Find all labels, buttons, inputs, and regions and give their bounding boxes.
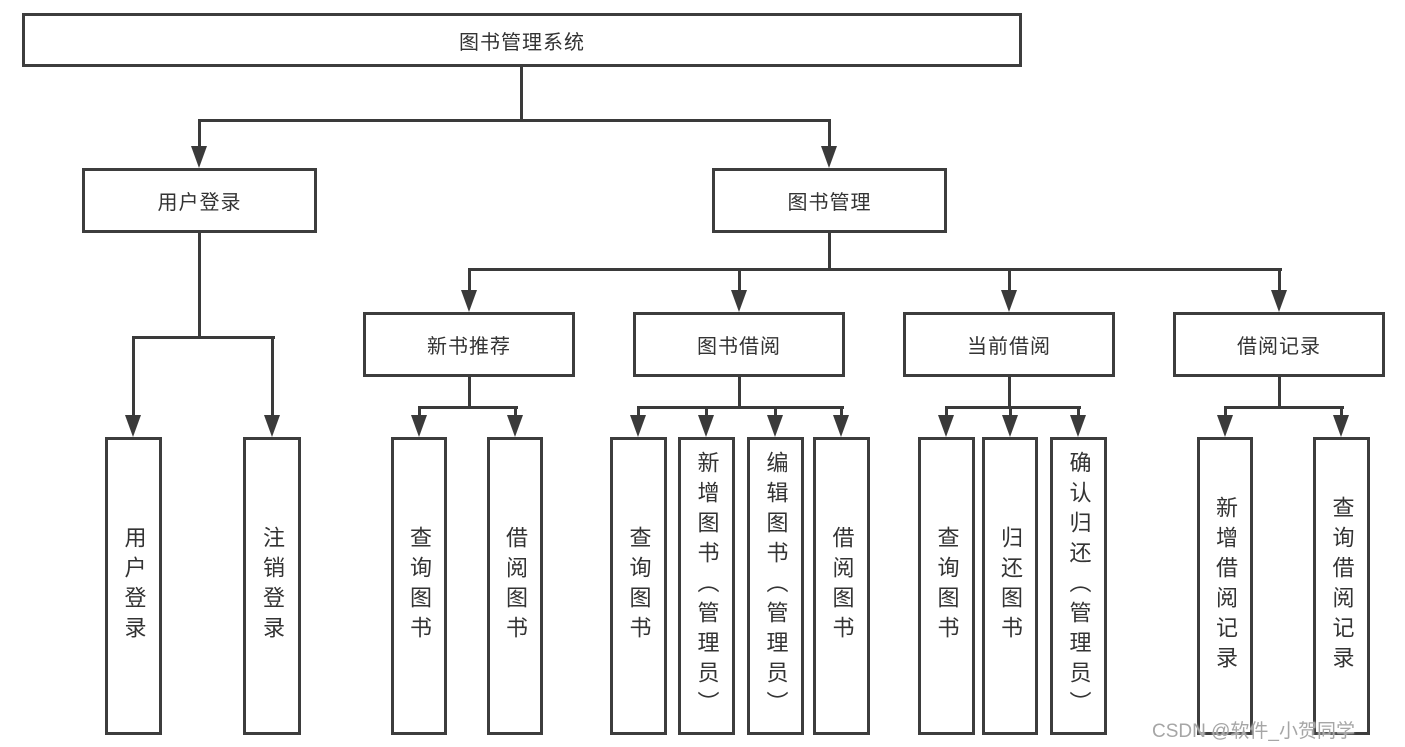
node-current-borrowing: 当前借阅 bbox=[903, 312, 1115, 377]
connector-line bbox=[1008, 268, 1011, 293]
connector-line bbox=[738, 268, 741, 293]
connector-line bbox=[1224, 406, 1227, 417]
arrow-down-icon bbox=[1002, 415, 1018, 437]
connector-line bbox=[828, 119, 831, 147]
arrow-down-icon bbox=[264, 415, 280, 437]
arrow-down-icon bbox=[461, 290, 477, 312]
arrow-down-icon bbox=[821, 146, 837, 168]
connector-line bbox=[1340, 406, 1343, 417]
connector-line bbox=[520, 67, 523, 120]
leaf-confirm-return-admin-label: 确认归还（管理员） bbox=[1066, 451, 1092, 721]
connector-line bbox=[132, 336, 135, 416]
leaf-query-borrow-record-label: 查询借阅记录 bbox=[1329, 496, 1355, 676]
leaf-add-borrow-record: 新增借阅记录 bbox=[1197, 437, 1253, 735]
arrow-down-icon bbox=[731, 290, 747, 312]
leaf-edit-books-admin-label: 编辑图书（管理员） bbox=[763, 451, 789, 721]
leaf-query-borrow-record: 查询借阅记录 bbox=[1313, 437, 1370, 735]
arrow-down-icon bbox=[411, 415, 427, 437]
connector-line bbox=[1009, 406, 1012, 417]
connector-line bbox=[198, 119, 201, 147]
connector-line bbox=[468, 268, 471, 293]
node-book-borrowing-label: 图书借阅 bbox=[697, 336, 781, 358]
connector-line bbox=[468, 377, 471, 409]
connector-line bbox=[738, 377, 741, 409]
leaf-query-books-current: 查询图书 bbox=[918, 437, 975, 735]
leaf-borrow-books-recommend: 借阅图书 bbox=[487, 437, 543, 735]
node-book-management-label: 图书管理 bbox=[787, 192, 872, 214]
arrow-down-icon bbox=[938, 415, 954, 437]
leaf-query-books-recommend-label: 查询图书 bbox=[407, 526, 432, 646]
leaf-query-books-borrowing-label: 查询图书 bbox=[626, 526, 652, 646]
leaf-confirm-return-admin: 确认归还（管理员） bbox=[1050, 437, 1107, 735]
node-library-system: 图书管理系统 bbox=[22, 13, 1022, 67]
node-current-borrowing-label: 当前借阅 bbox=[967, 336, 1051, 358]
leaf-borrow-books: 借阅图书 bbox=[813, 437, 870, 735]
connector-line bbox=[198, 119, 831, 122]
leaf-add-books-admin-label: 新增图书（管理员） bbox=[694, 451, 720, 721]
connector-line bbox=[637, 406, 844, 409]
node-book-management: 图书管理 bbox=[712, 168, 947, 233]
connector-line bbox=[1008, 377, 1011, 409]
connector-line bbox=[774, 406, 777, 417]
connector-line bbox=[271, 336, 274, 416]
leaf-user-login-label: 用户登录 bbox=[121, 526, 147, 646]
arrow-down-icon bbox=[1217, 415, 1233, 437]
arrow-down-icon bbox=[1070, 415, 1086, 437]
node-book-borrowing: 图书借阅 bbox=[633, 312, 845, 377]
arrow-down-icon bbox=[630, 415, 646, 437]
connector-line bbox=[1278, 268, 1281, 293]
node-user-login-label: 用户登录 bbox=[157, 192, 242, 214]
connector-line bbox=[468, 268, 1282, 271]
arrow-down-icon bbox=[191, 146, 207, 168]
node-borrowing-records: 借阅记录 bbox=[1173, 312, 1385, 377]
leaf-query-books-current-label: 查询图书 bbox=[934, 526, 960, 646]
leaf-borrow-books-recommend-label: 借阅图书 bbox=[503, 526, 528, 646]
connector-line bbox=[418, 406, 421, 417]
arrow-down-icon bbox=[767, 415, 783, 437]
leaf-borrow-books-label: 借阅图书 bbox=[829, 526, 855, 646]
leaf-add-books-admin: 新增图书（管理员） bbox=[678, 437, 735, 735]
arrow-down-icon bbox=[1333, 415, 1349, 437]
leaf-return-books-label: 归还图书 bbox=[998, 526, 1023, 646]
arrow-down-icon bbox=[698, 415, 714, 437]
connector-line bbox=[637, 406, 640, 417]
connector-line bbox=[1224, 406, 1344, 409]
node-new-book-recommend: 新书推荐 bbox=[363, 312, 575, 377]
leaf-edit-books-admin: 编辑图书（管理员） bbox=[747, 437, 804, 735]
connector-line bbox=[198, 233, 201, 339]
node-new-book-recommend-label: 新书推荐 bbox=[427, 336, 511, 358]
arrow-down-icon bbox=[1001, 290, 1017, 312]
leaf-logout-label: 注销登录 bbox=[260, 526, 285, 646]
watermark: CSDN @软件_小贺同学 bbox=[1152, 721, 1355, 742]
arrow-down-icon bbox=[1271, 290, 1287, 312]
connector-line bbox=[1077, 406, 1080, 417]
arrow-down-icon bbox=[507, 415, 523, 437]
connector-line bbox=[828, 233, 831, 271]
connector-line bbox=[514, 406, 517, 417]
connector-line bbox=[840, 406, 843, 417]
node-library-system-label: 图书管理系统 bbox=[459, 31, 585, 54]
arrow-down-icon bbox=[125, 415, 141, 437]
leaf-query-books-borrowing: 查询图书 bbox=[610, 437, 667, 735]
connector-line bbox=[418, 406, 518, 409]
leaf-logout: 注销登录 bbox=[243, 437, 301, 735]
node-user-login: 用户登录 bbox=[82, 168, 317, 233]
leaf-return-books: 归还图书 bbox=[982, 437, 1038, 735]
connector-line bbox=[705, 406, 708, 417]
leaf-add-borrow-record-label: 新增借阅记录 bbox=[1213, 496, 1238, 676]
arrow-down-icon bbox=[833, 415, 849, 437]
connector-line bbox=[1278, 377, 1281, 409]
node-borrowing-records-label: 借阅记录 bbox=[1237, 336, 1321, 358]
connector-line bbox=[132, 336, 275, 339]
connector-line bbox=[945, 406, 1081, 409]
leaf-query-books-recommend: 查询图书 bbox=[391, 437, 447, 735]
connector-line bbox=[945, 406, 948, 417]
leaf-user-login: 用户登录 bbox=[105, 437, 162, 735]
